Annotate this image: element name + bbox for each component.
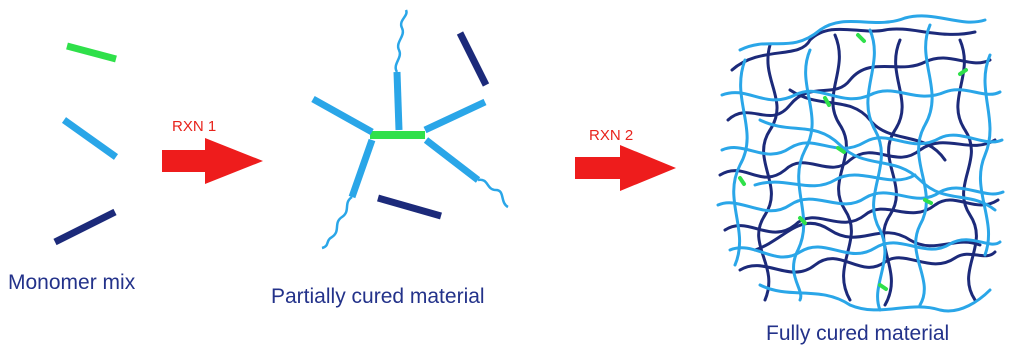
rxn2-label: RXN 2	[589, 127, 633, 144]
green-monomer-rod	[66, 42, 117, 63]
wavy-tail-right	[477, 178, 509, 209]
dark-navy-monomer-rod	[53, 208, 117, 246]
free-navy-rod-bottom	[377, 194, 442, 220]
monomer-mix-label: Monomer mix	[8, 271, 136, 294]
free-navy-rod-top	[456, 31, 490, 87]
network-blue-strands	[716, 14, 1005, 313]
arm-upper-left	[311, 95, 374, 136]
arm-upper-vertical	[393, 71, 403, 131]
rxn1-arrow	[162, 138, 263, 184]
wavy-tail-top	[394, 9, 408, 73]
rxn1-arrow-group	[162, 138, 263, 184]
arm-lower-left	[348, 138, 376, 199]
monomer-mix-group	[53, 42, 119, 246]
rxn1-label: RXN 1	[172, 118, 216, 135]
arm-upper-right	[423, 98, 487, 134]
rxn2-arrow-group	[575, 145, 676, 191]
partially-cured-label: Partially cured material	[271, 285, 485, 308]
network-green-crosslinks	[738, 33, 968, 291]
fully-cured-network	[716, 14, 1005, 313]
partially-cured-group	[311, 9, 509, 250]
arm-lower-right	[423, 137, 481, 183]
network-navy-strands	[718, 27, 1000, 307]
rxn2-arrow	[575, 145, 676, 191]
fully-cured-label: Fully cured material	[766, 322, 949, 345]
light-blue-monomer-rod	[61, 117, 119, 160]
wavy-tail-left	[321, 195, 353, 250]
